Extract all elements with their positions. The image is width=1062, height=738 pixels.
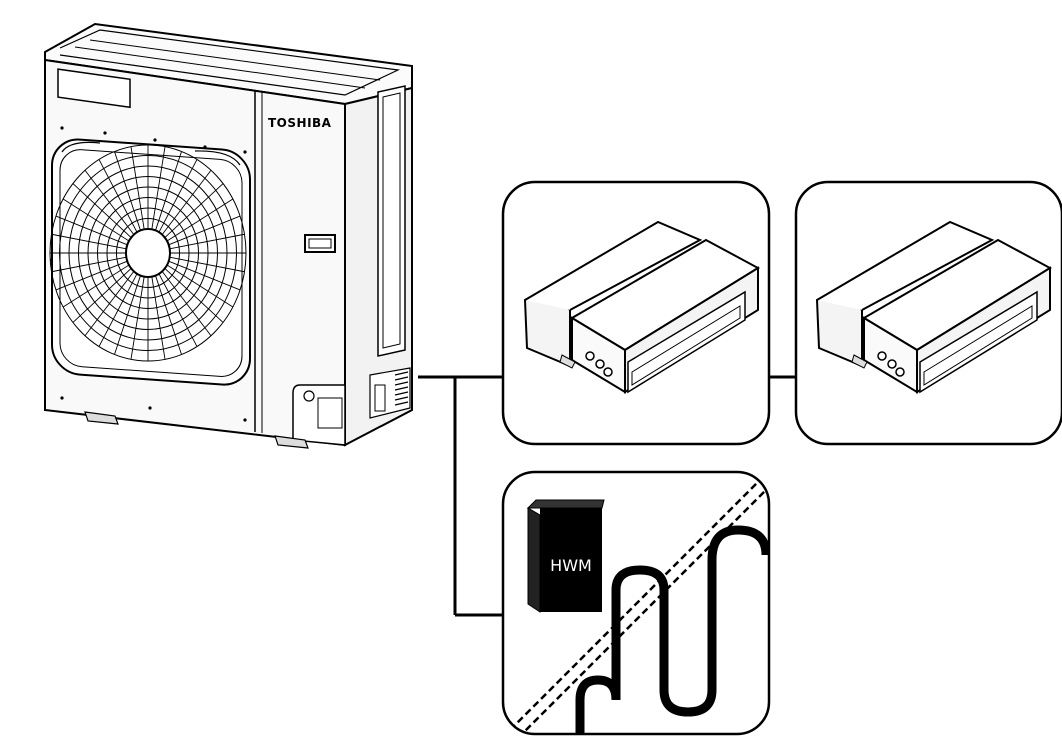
- underfloor-heating-coil-icon: [575, 525, 769, 734]
- ducted-unit-icon: [523, 220, 761, 394]
- hwm-label: HWM: [550, 556, 592, 575]
- hot-water-module-panel: HWM: [501, 470, 771, 736]
- refrigerant-piping: [418, 375, 796, 617]
- brand-logo: TOSHIBA: [268, 116, 332, 130]
- indoor-unit-panel-2: [794, 180, 1062, 446]
- fan-grille-icon: [49, 138, 251, 386]
- outdoor-unit: TOSHIBA: [44, 22, 413, 449]
- hwm-box-icon: HWM: [526, 499, 605, 613]
- divider-dashed-lines: [509, 472, 769, 734]
- indoor-unit-panel-1: [501, 180, 771, 446]
- ducted-unit-icon: [815, 220, 1053, 394]
